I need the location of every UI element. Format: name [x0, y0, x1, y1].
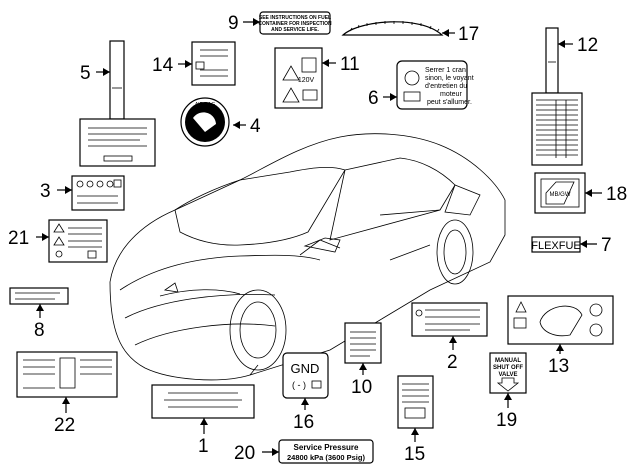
label-8-drawing	[9, 287, 69, 305]
label-17-drawing	[341, 21, 444, 36]
callout-8: 8	[34, 320, 45, 341]
callout-6: 6	[368, 88, 379, 109]
fuel-text-1: SEE INSTRUCTIONS ON FUEL	[259, 15, 331, 21]
car-outline	[109, 133, 506, 381]
callout-4: 4	[250, 116, 261, 137]
label-18-drawing: MB/GW	[534, 172, 586, 214]
label-7-drawing: FLEXFUE	[531, 236, 581, 253]
label-14-drawing	[191, 41, 236, 86]
callout-21: 21	[8, 228, 29, 249]
french-text-2: sinon, le voyant	[425, 75, 474, 82]
label-12-drawing	[531, 27, 583, 166]
callout-arrowheads	[36, 18, 592, 456]
callout-18: 18	[606, 184, 627, 205]
label-11-drawing: 120V	[274, 47, 323, 109]
label-2-drawing	[411, 302, 488, 337]
label-4-drawing: AIR BAG	[180, 97, 230, 147]
service-pressure-text: Service Pressure	[294, 443, 359, 452]
french-text-5: peut s'allumer.	[427, 99, 472, 106]
callout-10: 10	[351, 377, 372, 398]
label-9-drawing: SEE INSTRUCTIONS ON FUEL CONTAINER FOR I…	[258, 11, 332, 35]
callout-2: 2	[447, 352, 458, 373]
pressure-value-text: 24800 kPa (3600 Psig)	[287, 453, 365, 462]
label-20-drawing: Service Pressure 24800 kPa (3600 Psig)	[278, 439, 374, 464]
airbag-text: AIR BAG	[195, 102, 215, 108]
french-text-3: d'entretien du	[425, 83, 467, 90]
shutoff-text-2: SHUT OFF	[493, 365, 523, 371]
label-22-drawing	[16, 351, 118, 398]
callout-15: 15	[404, 444, 425, 465]
callout-numbers: 5 14 4 9 11 6 17 12 3 21 18 7 8 22 1 16 …	[8, 13, 627, 465]
callout-9: 9	[228, 13, 239, 34]
callout-16: 16	[293, 412, 314, 433]
fuel-text-2: CONTAINER FOR INSPECTION	[258, 21, 332, 27]
shutoff-text-3: VALVE	[498, 372, 517, 378]
label-13-drawing	[507, 295, 614, 345]
fuel-text-3: AND SERVICE LIFE.	[271, 27, 319, 33]
callout-22: 22	[54, 415, 75, 436]
callout-11: 11	[340, 54, 360, 75]
callout-20: 20	[234, 443, 255, 464]
shutoff-text-1: MANUAL	[495, 358, 521, 364]
callout-14: 14	[152, 55, 174, 76]
label-15-drawing	[397, 375, 434, 429]
callout-13: 13	[548, 356, 569, 377]
label-19-drawing: MANUAL SHUT OFF VALVE	[489, 352, 527, 394]
label-21-drawing	[48, 219, 108, 263]
voltage-text: 120V	[298, 77, 315, 84]
flexfuel-text: FLEXFUE	[531, 240, 581, 252]
callout-12: 12	[577, 35, 598, 56]
callout-7: 7	[601, 235, 612, 256]
gnd-text: GND	[291, 361, 320, 376]
callout-1: 1	[198, 436, 209, 457]
callout-5: 5	[80, 63, 91, 84]
french-text-1: Serrer 1 cran	[425, 67, 466, 74]
label-10-drawing	[344, 322, 382, 364]
label-6-drawing: Serrer 1 cran sinon, le voyant d'entreti…	[396, 60, 474, 110]
callout-17: 17	[458, 24, 479, 45]
svg-text:MB/GW: MB/GW	[550, 192, 571, 198]
label-5-drawing	[79, 40, 156, 167]
label-3-drawing	[71, 175, 125, 211]
gnd-sub-text: ( - )	[292, 380, 306, 390]
label-1-drawing	[151, 384, 255, 419]
french-text-4: moteur	[440, 91, 462, 98]
callout-19: 19	[496, 410, 517, 431]
label-16-drawing: GND ( - )	[282, 352, 329, 399]
callout-3: 3	[40, 181, 51, 202]
